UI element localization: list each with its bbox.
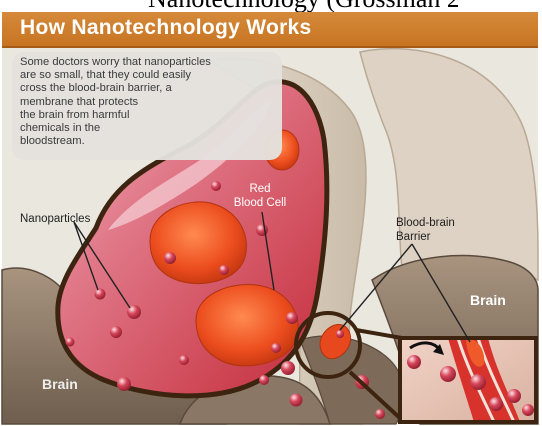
nanoparticle: [489, 397, 503, 411]
nanoparticle: [164, 252, 176, 264]
blood-brain-barrier-label: Blood-brain Barrier: [396, 216, 455, 244]
nanoparticle: [256, 224, 268, 236]
nanoparticle: [290, 394, 303, 407]
red-blood-cell-center: [196, 284, 298, 365]
red-blood-cell-label: Red Blood Cell: [200, 182, 320, 210]
nanoparticle: [440, 366, 456, 382]
inset-zoom: [400, 338, 536, 422]
nanoparticle: [219, 265, 229, 275]
brain-label-right: Brain: [470, 292, 506, 308]
nanoparticle: [117, 377, 131, 391]
nanoparticle: [271, 343, 281, 353]
nanoparticle: [286, 312, 298, 324]
brain-label-left: Brain: [42, 376, 78, 392]
nanoparticle: [95, 289, 106, 300]
nanoparticle: [407, 355, 421, 369]
nanoparticle: [281, 361, 295, 375]
nanoparticles-label: Nanoparticles: [20, 212, 90, 226]
nanoparticle: [110, 326, 122, 338]
nanoparticle: [470, 374, 486, 390]
info-text: Some doctors worry that nanoparticles ar…: [20, 56, 280, 148]
nanoparticle: [507, 389, 521, 403]
nanoparticle: [336, 330, 344, 338]
nanoparticle: [179, 355, 189, 365]
nanoparticle: [259, 375, 269, 385]
title-bar: How Nanotechnology Works: [2, 12, 538, 48]
title: How Nanotechnology Works: [20, 16, 312, 40]
nanoparticle: [522, 404, 534, 416]
red-blood-cell-left: [150, 202, 246, 284]
nanoparticle: [66, 338, 75, 347]
nanoparticle: [375, 409, 385, 419]
